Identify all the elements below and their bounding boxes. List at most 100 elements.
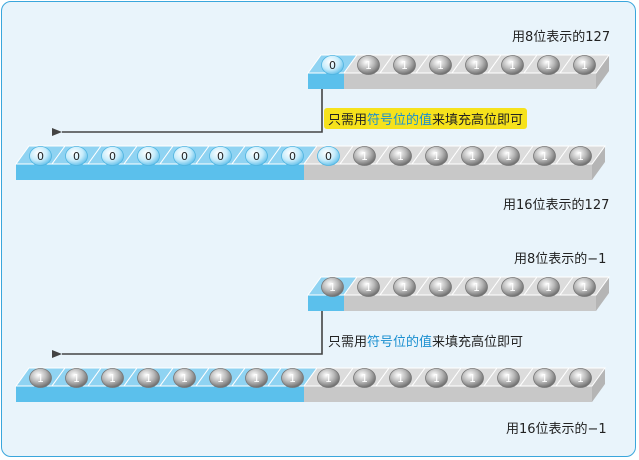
bit-ball (137, 146, 160, 166)
bit-cell: 1 (559, 276, 610, 297)
bit-ball (321, 277, 344, 297)
register-front-sign (16, 386, 304, 402)
bit-value: 1 (541, 150, 548, 163)
bit-value: 1 (145, 372, 152, 385)
bit-value: 0 (37, 150, 44, 163)
bit-ball (537, 277, 560, 297)
bit-ball (533, 368, 556, 388)
bit-cell: 1 (487, 276, 538, 297)
note-prefix: 只需用 (328, 335, 368, 350)
bit-value: 0 (325, 150, 332, 163)
bit-ball (209, 368, 232, 388)
bit-value: 1 (433, 372, 440, 385)
bit-value: 1 (253, 372, 260, 385)
bit-value: 1 (289, 372, 296, 385)
bit-value: 1 (433, 150, 440, 163)
bit-ball (281, 146, 304, 166)
bit-value: 1 (329, 281, 336, 294)
bit-cell: 1 (415, 54, 466, 75)
bit-cell: 0 (231, 145, 282, 166)
bit-value: 1 (361, 372, 368, 385)
note-suffix: 来填充高位即可 (432, 113, 524, 128)
bit-value: 1 (545, 59, 552, 72)
bit-value: 1 (577, 372, 584, 385)
bit-cell: 1 (555, 367, 606, 388)
bit-ball (353, 368, 376, 388)
label-16bit-minus1: 用16位表示的−1 (506, 422, 607, 437)
bit-cell: 0 (87, 145, 138, 166)
note-sign-extend-1: 只需用符号位的值来填充高位即可 (324, 108, 528, 129)
bit-value: 0 (289, 150, 296, 163)
bit-ball (65, 146, 88, 166)
bit-value: 1 (365, 59, 372, 72)
bit-ball (245, 368, 268, 388)
register-front (304, 386, 592, 402)
bit-cell: 1 (375, 367, 426, 388)
bit-ball (429, 277, 452, 297)
bit-cell: 0 (51, 145, 102, 166)
bit-value: 1 (473, 59, 480, 72)
bit-value: 1 (437, 59, 444, 72)
bit-value: 1 (541, 372, 548, 385)
bit-value: 1 (509, 59, 516, 72)
bit-ball (65, 368, 88, 388)
bit-cell: 1 (379, 276, 430, 297)
bit-value: 1 (581, 281, 588, 294)
sign-extension-arrow (52, 89, 323, 136)
bit-ball (461, 368, 484, 388)
register-front-sign (16, 164, 304, 180)
bit-ball (29, 368, 52, 388)
label-8bit-minus1: 用8位表示的−1 (514, 252, 607, 267)
bit-ball (465, 277, 488, 297)
bit-value: 0 (145, 150, 152, 163)
bit-cell: 1 (379, 54, 430, 75)
bit-value: 1 (577, 150, 584, 163)
note-suffix: 来填充高位即可 (432, 335, 524, 350)
bit-ball (569, 368, 592, 388)
bit-ball (29, 146, 52, 166)
bit-value: 1 (109, 372, 116, 385)
note-emphasis: 符号位的值 (367, 113, 433, 128)
bit-cell: 0 (267, 145, 318, 166)
bit-cell: 1 (339, 367, 390, 388)
note-emphasis: 符号位的值 (367, 335, 433, 350)
bit-ball (101, 368, 124, 388)
bit-value: 1 (581, 59, 588, 72)
bit-value: 0 (181, 150, 188, 163)
register-front (344, 295, 596, 311)
bit-ball (497, 368, 520, 388)
bit-cell: 1 (87, 367, 138, 388)
bit-ball (101, 146, 124, 166)
bit-cell: 0 (159, 145, 210, 166)
bit-ball (537, 55, 560, 75)
bit-ball (393, 55, 416, 75)
bit-cell: 1 (159, 367, 210, 388)
bit-ball (389, 146, 412, 166)
register-front (304, 164, 592, 180)
bit-cell: 1 (559, 54, 610, 75)
bit-value: 0 (253, 150, 260, 163)
bit-value: 1 (437, 281, 444, 294)
bit-value: 1 (73, 372, 80, 385)
bit-cell: 1 (51, 367, 102, 388)
bit-ball (425, 368, 448, 388)
bit-cell: 1 (339, 145, 390, 166)
bit-ball (497, 146, 520, 166)
bit-ball (425, 146, 448, 166)
bit-value: 1 (505, 150, 512, 163)
bit-ball (573, 55, 596, 75)
bit-ball (317, 146, 340, 166)
bit-value: 1 (325, 372, 332, 385)
bit-value: 1 (181, 372, 188, 385)
register-front (344, 73, 596, 89)
bit-ball (465, 55, 488, 75)
bit-cell: 1 (307, 276, 358, 297)
bit-ball (429, 55, 452, 75)
bit-value: 1 (361, 150, 368, 163)
bit-ball (357, 277, 380, 297)
bit-ball (137, 368, 160, 388)
bit-cell: 1 (487, 54, 538, 75)
register-front-sign (308, 295, 344, 311)
